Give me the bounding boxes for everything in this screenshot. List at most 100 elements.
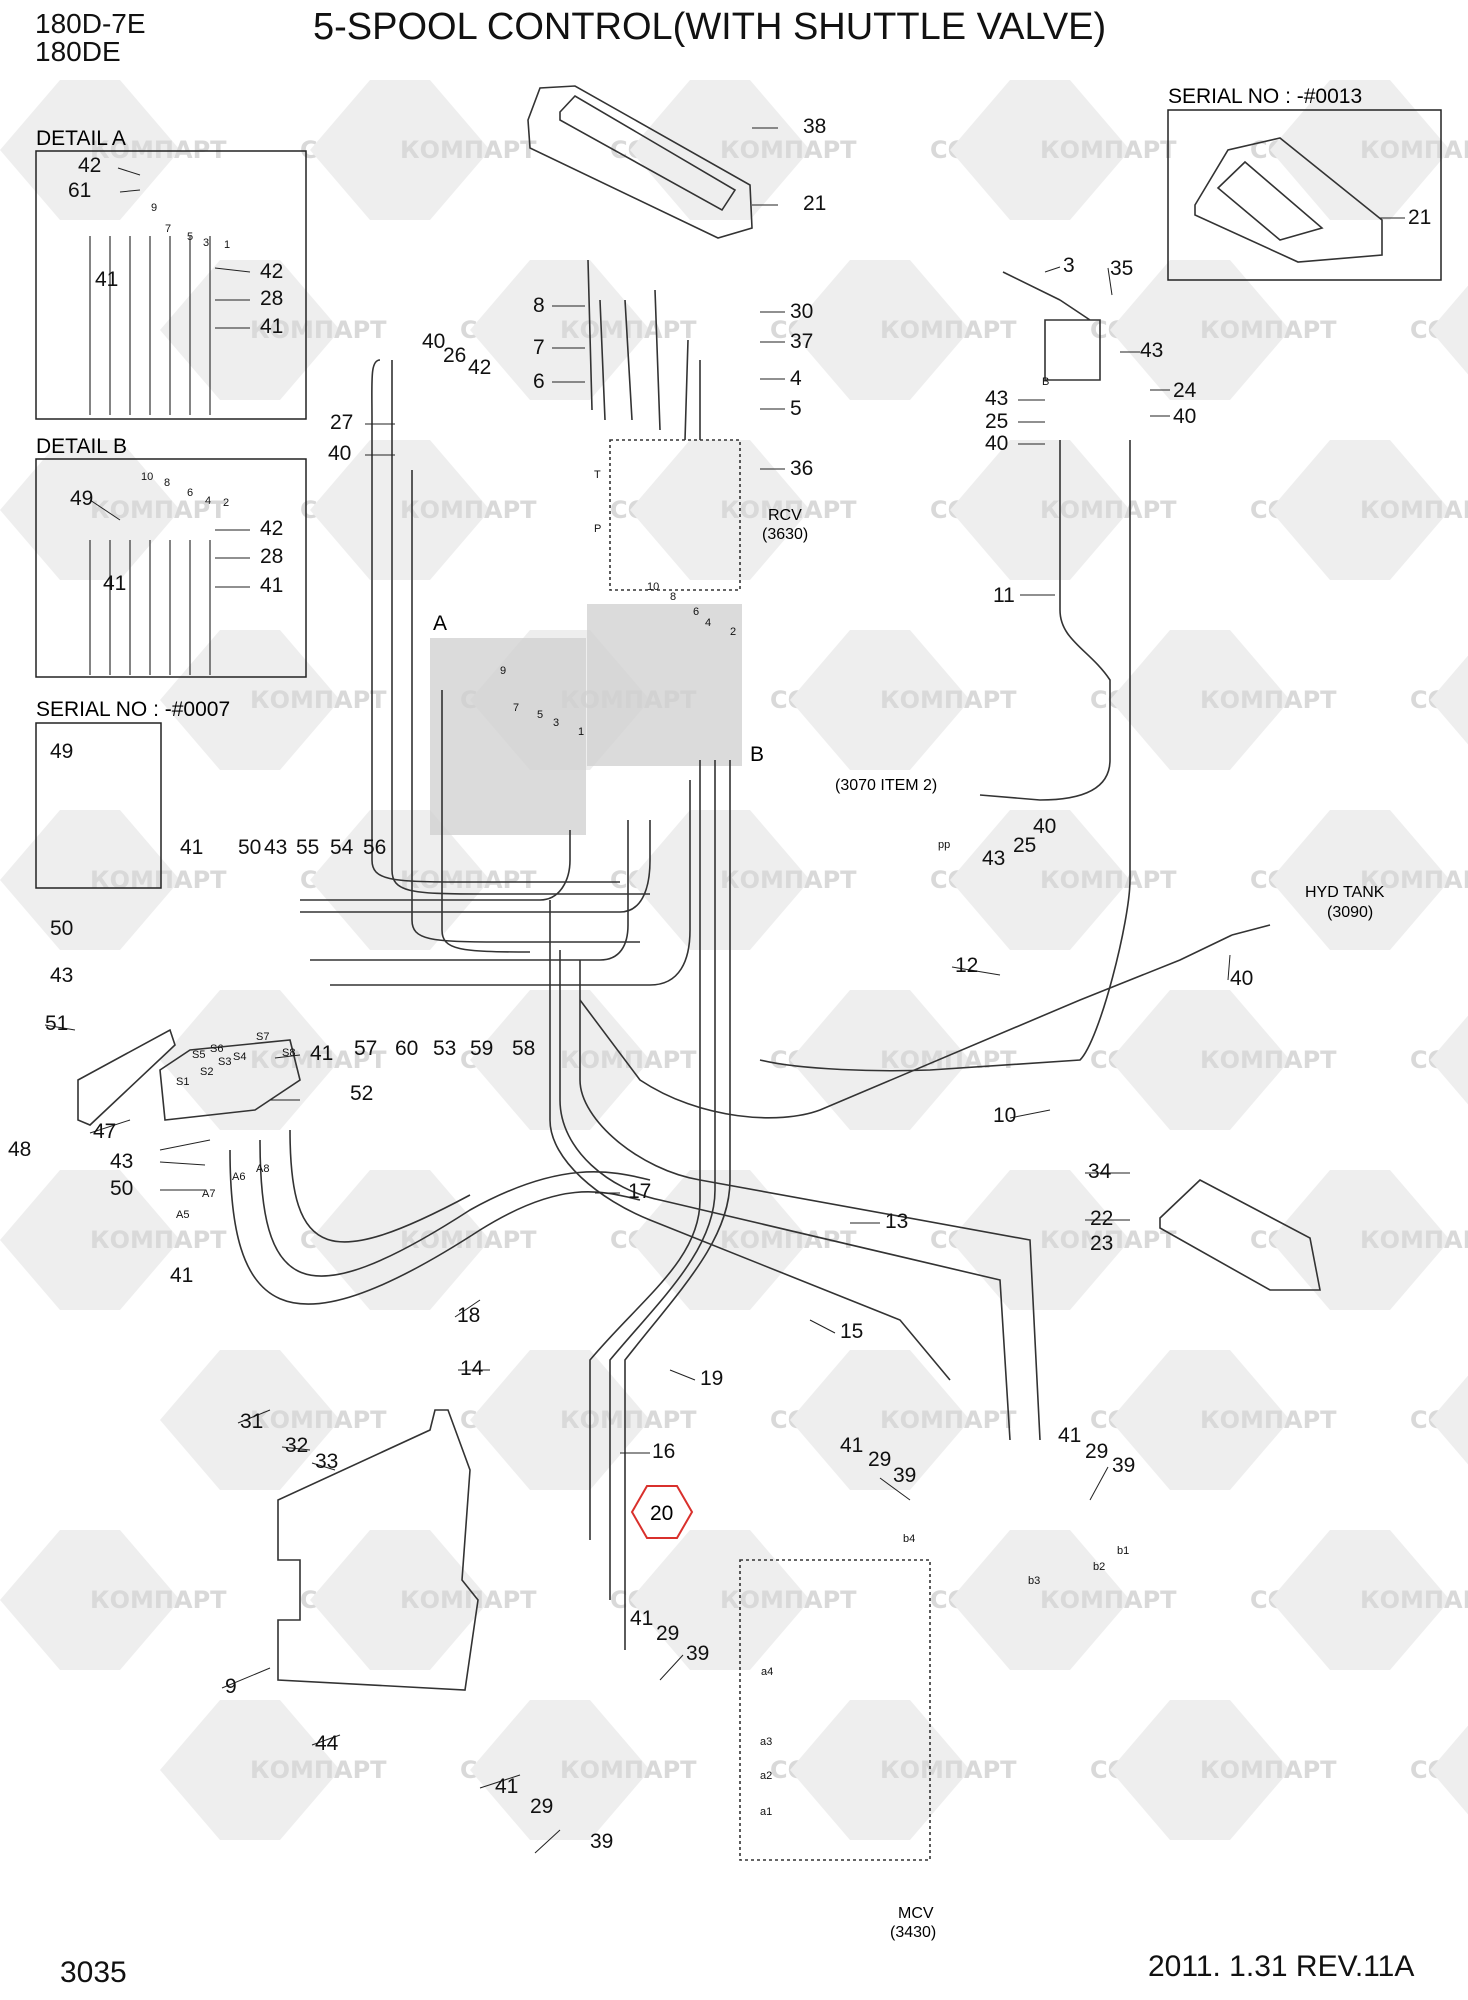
callout-number: 11: [993, 584, 1015, 607]
highlight-hexagon: [630, 1485, 694, 1539]
detail-b-hoses: [89, 540, 211, 675]
port-label: 9: [500, 665, 506, 677]
port-label: 7: [165, 223, 171, 235]
serial-0013-frame: [1167, 109, 1442, 281]
watermark-text: КОМПАРТ: [250, 1046, 387, 1074]
port-label: 5: [537, 709, 543, 721]
mcv-label: MCV: [898, 1905, 934, 1922]
watermark-text: КОМПАРТ: [720, 866, 857, 894]
watermark-hex: [950, 80, 1130, 220]
model-code-1: 180D-7E: [35, 8, 146, 39]
watermark-hex: [1270, 1170, 1450, 1310]
callout-number: 39: [893, 1464, 916, 1487]
watermark-text: КОМПАРТ: [720, 496, 857, 524]
callout-number: 41: [95, 268, 118, 291]
callout-number: 13: [885, 1210, 908, 1233]
watermark-text: КОМПАРТ: [400, 496, 537, 524]
callout-number: 43: [982, 847, 1005, 870]
watermark-hex: [1270, 1530, 1450, 1670]
leader-line: [119, 189, 141, 193]
watermark-text: КОМПАРТ: [1360, 1226, 1468, 1254]
model-code-2: 180DE: [35, 36, 121, 67]
callout-number: 53: [433, 1037, 456, 1060]
leader-lines: [44, 127, 1405, 1854]
watermark-hex: [470, 1350, 650, 1490]
cover-opening: [559, 94, 737, 212]
watermark-hex: [160, 260, 340, 400]
callout-number: 23: [1090, 1232, 1113, 1255]
callout-number: 41: [1058, 1424, 1081, 1447]
watermark-text: КОМПАРТ: [1200, 316, 1337, 344]
callout-number: 37: [790, 330, 813, 353]
leader-line: [89, 499, 121, 521]
callout-number: 43: [50, 964, 73, 987]
port-label: A5: [176, 1209, 189, 1221]
port-label: S7: [256, 1031, 269, 1043]
callout-number: 29: [1085, 1440, 1108, 1463]
cover-0013-opening: [1216, 160, 1324, 241]
callout-number: 58: [512, 1037, 535, 1060]
callout-number: 40: [1173, 405, 1196, 428]
hose-14-b: [609, 760, 716, 1600]
watermark-hex: [790, 990, 970, 1130]
port-label: 9: [151, 202, 157, 214]
watermark-text: КОМПАРТ: [1200, 1406, 1337, 1434]
watermark-hex: [470, 1700, 650, 1840]
watermark-hex: [0, 80, 180, 220]
watermark-hex: [0, 810, 180, 950]
callout-number: 8: [533, 294, 545, 317]
watermark-text: КОМПАРТ: [250, 1756, 387, 1784]
highlighted-part-number: 20: [650, 1502, 673, 1525]
leader-line: [89, 1119, 131, 1134]
hose-17b: [289, 1129, 471, 1243]
callout-number: 51: [45, 1012, 68, 1035]
callout-number: 40: [422, 330, 445, 353]
callout-number: 41: [260, 574, 283, 597]
hose-19: [549, 900, 951, 1381]
callout-number: 14: [460, 1357, 484, 1380]
hose-16: [624, 760, 731, 1650]
callout-number: 28: [260, 287, 283, 310]
watermark-text: КОМПАРТ: [1200, 686, 1337, 714]
callout-number: 12: [955, 954, 978, 977]
hose-12: [579, 934, 1233, 1119]
callout-number: 50: [110, 1177, 133, 1200]
callout-number: 50: [238, 836, 261, 859]
callout-number: 40: [985, 432, 1008, 455]
detail-b-frame: [35, 458, 307, 678]
watermark-text: КОМПАРТ: [1200, 1756, 1337, 1784]
hose-lines: [77, 85, 1383, 1861]
callout-number: 9: [225, 1675, 237, 1698]
watermark-text: КОМПАРТ: [250, 686, 387, 714]
callout-number: 42: [260, 260, 283, 283]
callout-number: 41: [103, 572, 126, 595]
callout-number: 7: [533, 336, 545, 359]
callout-number: 32: [285, 1434, 308, 1457]
watermark-text: КОМПАРТ: [1360, 496, 1468, 524]
watermark-hex: [1270, 810, 1450, 950]
watermark-hex: [790, 1700, 970, 1840]
port-label: P: [594, 523, 601, 535]
detail-b-title: DETAIL B: [36, 435, 127, 458]
leader-line: [659, 1654, 684, 1681]
callout-number: 59: [470, 1037, 493, 1060]
port-label: T: [594, 469, 601, 481]
watermark-hex: [630, 1170, 810, 1310]
watermark-hex: [1270, 440, 1450, 580]
inset-frames: [35, 109, 1442, 889]
zone-a-label: A: [433, 612, 447, 635]
watermark-hex: [630, 1530, 810, 1670]
serial-0007-title: SERIAL NO : -#0007: [36, 698, 230, 721]
rcv-ref: (3630): [762, 526, 808, 543]
hose-26: [391, 360, 650, 895]
leader-line: [44, 1024, 76, 1031]
port-label: S4: [233, 1051, 246, 1063]
port-label: a4: [761, 1666, 773, 1678]
watermark-hex: [0, 440, 180, 580]
mcv-block: [739, 1559, 931, 1861]
port-label: 1: [578, 726, 584, 738]
watermark-hex: [0, 1170, 180, 1310]
watermark-hex: [1110, 630, 1290, 770]
watermark-hex: [1430, 1725, 1468, 1815]
